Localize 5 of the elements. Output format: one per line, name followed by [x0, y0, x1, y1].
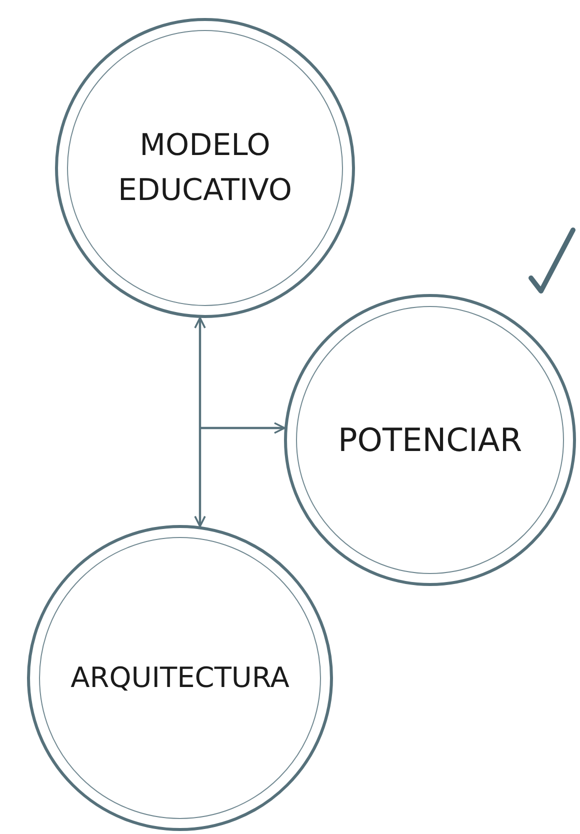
arrow: [194, 317, 206, 528]
arrow: [200, 422, 286, 434]
node-label: POTENCIAR: [336, 420, 524, 461]
node-label: ARQUITECTURA: [70, 660, 290, 696]
node-label: MODELO EDUCATIVO: [117, 127, 293, 210]
